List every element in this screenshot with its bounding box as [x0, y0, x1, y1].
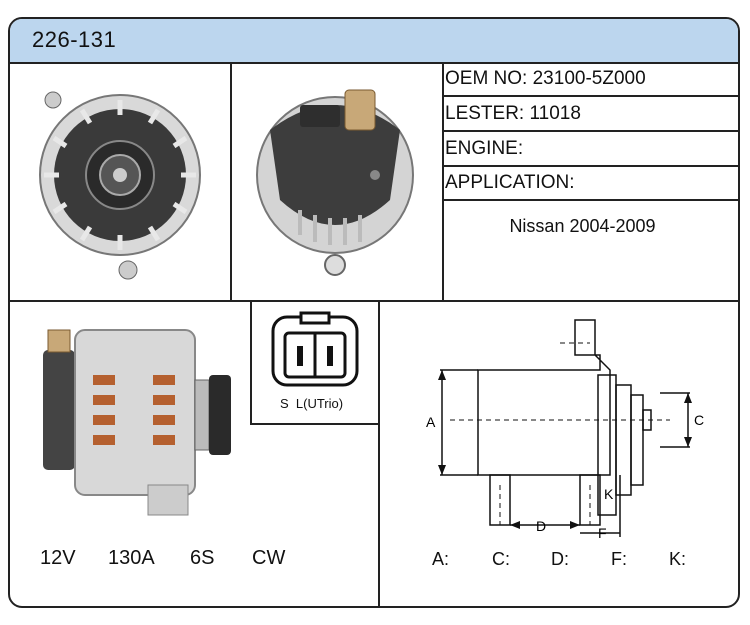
application-value: Nissan 2004-2009 — [509, 216, 656, 236]
alternator-side-view — [43, 329, 231, 516]
divider — [442, 199, 738, 201]
amperage-rating: 130A — [108, 547, 155, 569]
dimension-f: F: — [611, 549, 627, 569]
dim-a-label: A — [426, 414, 436, 430]
dimension-drawing: A C D F K — [426, 319, 704, 541]
divider — [10, 300, 738, 302]
dim-c-label: C — [694, 412, 704, 428]
divider — [250, 300, 252, 425]
dimension-k: K: — [669, 549, 687, 569]
dim-k-label: K — [604, 486, 614, 502]
divider — [442, 130, 738, 132]
dimension-a: A: — [432, 549, 450, 569]
connector-terminal-label: S L(UTrio) — [280, 396, 344, 411]
part-number: 226-131 — [32, 27, 117, 52]
lester-number: LESTER: 11018 — [445, 103, 581, 124]
divider — [442, 62, 444, 300]
spec-sheet-frame: 226-131 — [8, 17, 740, 608]
dim-d-label: D — [536, 518, 546, 534]
alternator-rear-view — [256, 89, 414, 276]
dimension-d: D: — [551, 549, 569, 569]
divider — [442, 95, 738, 97]
header-bar: 226-131 — [10, 19, 738, 64]
divider — [250, 423, 378, 425]
divider — [442, 165, 738, 167]
engine-label: ENGINE: — [445, 138, 524, 159]
rotation-direction: CW — [252, 547, 286, 569]
dimension-c: C: — [492, 549, 510, 569]
oem-number: OEM NO: 23100-5Z000 — [445, 68, 646, 89]
dim-f-label: F — [598, 525, 607, 541]
divider — [230, 62, 232, 300]
alternator-front-view — [39, 91, 201, 280]
pulley-type: 6S — [190, 547, 215, 569]
divider — [378, 300, 380, 606]
connector-plug-icon — [271, 311, 359, 387]
voltage-rating: 12V — [40, 547, 76, 569]
application-label: APPLICATION: — [445, 172, 575, 193]
